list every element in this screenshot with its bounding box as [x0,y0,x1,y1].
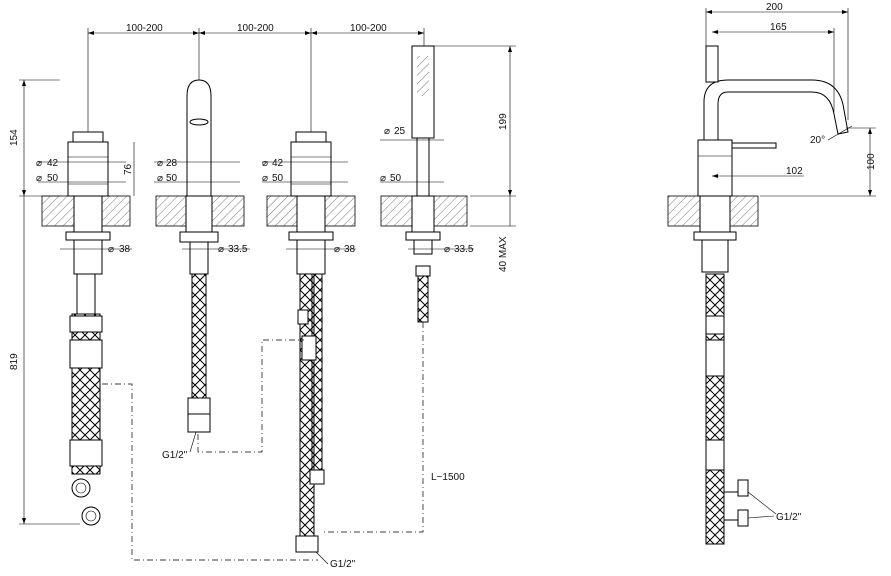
dim-h76: 76 [123,163,134,175]
mixer-valve-hot: ⌀ 42 ⌀ 50 ⌀ 38 G1/2" [262,131,356,570]
dim-d50-a-symbol: ⌀ [36,173,42,184]
spout: ⌀ 28 ⌀ 50 ⌀ 33.5 G1/2" [154,79,250,461]
connection-lines [102,322,424,561]
dim-d38-a: 38 [119,244,131,255]
left-height-dimensions: 154 819 [9,79,80,525]
side-dim-100: 100 [866,153,877,170]
side-dim-angle: 20° [810,135,825,146]
dim-d28-symbol: ⌀ [157,158,163,169]
label-g-half-a: G1/2" [162,450,188,461]
dim-d28: 28 [166,158,178,169]
dim-d50-a: 50 [47,173,59,184]
label-g-half-c: G1/2" [776,512,802,523]
dim-d38-b-symbol: ⌀ [334,244,340,255]
dim-d33-5-a: 33.5 [228,244,248,255]
dim-d33-5-a-symbol: ⌀ [218,244,224,255]
dim-d50-d: 50 [390,173,402,184]
side-dim-102: 102 [786,166,803,177]
height-dim-819: 819 [9,353,20,370]
dim-d42-a: 42 [47,158,59,169]
dim-d42-b: 42 [272,158,284,169]
side-dim-200: 200 [766,2,783,13]
dim-d42-a-symbol: ⌀ [36,158,42,169]
dim-d50-b: 50 [166,173,178,184]
label-g-half-b: G1/2" [330,559,356,570]
height-dim-154: 154 [9,129,20,146]
dim-d33-5-b-symbol: ⌀ [444,244,450,255]
dim-d38-b: 38 [344,244,356,255]
mixer-valve-cold: ⌀ 42 ⌀ 50 76 ⌀ 38 [36,131,135,526]
dim-d50-b-symbol: ⌀ [157,173,163,184]
dim-d42-b-symbol: ⌀ [262,158,268,169]
dim-d25: 25 [394,126,406,137]
top-spacing-dimensions: 100-200 100-200 100-200 [87,23,425,140]
spacing-dim-3: 100-200 [350,23,387,34]
dim-40-max: 40 MAX [498,236,509,272]
side-dim-165: 165 [770,22,787,33]
label-hose-length: L~1500 [431,472,465,483]
side-view-mixer: 200 165 102 100 20° G1/2" [693,2,877,545]
spacing-dim-1: 100-200 [126,23,163,34]
dim-d50-d-symbol: ⌀ [380,173,386,184]
countertop-sections [41,195,759,227]
dim-d33-5-b: 33.5 [454,244,474,255]
spacing-dim-2: 100-200 [237,23,274,34]
dim-d50-c-symbol: ⌀ [262,173,268,184]
dim-d50-c: 50 [272,173,284,184]
dim-h199: 199 [498,113,509,130]
dim-d38-a-symbol: ⌀ [108,244,114,255]
dim-d25-symbol: ⌀ [384,126,390,137]
hand-shower: ⌀ 25 ⌀ 50 ⌀ 33.5 199 40 MAX L~1500 [380,45,516,483]
